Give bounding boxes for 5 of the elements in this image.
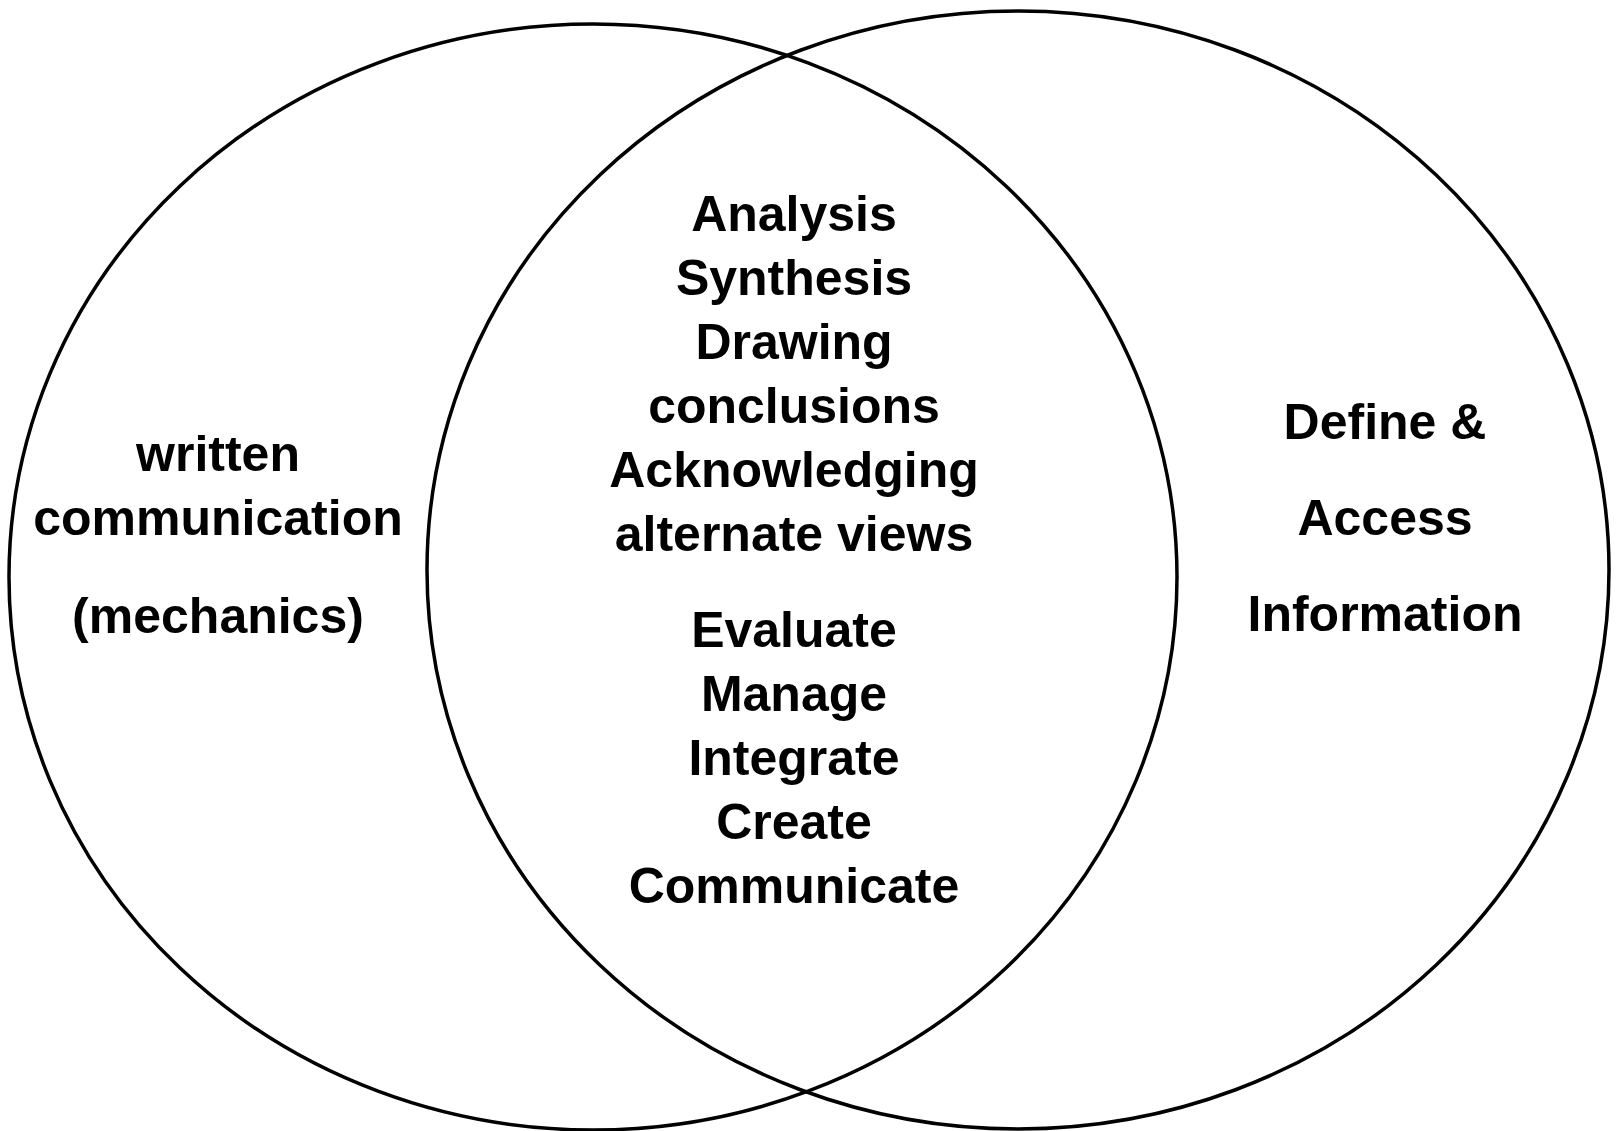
- circle-label: (mechanics): [71, 587, 365, 646]
- overlap-label: Evaluate Manage Integrate Create Communicate: [627, 601, 961, 916]
- circle-label: Define & Access Information: [1246, 393, 1524, 644]
- circle-label: written communication: [32, 425, 404, 548]
- overlap-label: Analysis Synthesis Drawing conclusions Acknowledging alternate views: [608, 185, 980, 564]
